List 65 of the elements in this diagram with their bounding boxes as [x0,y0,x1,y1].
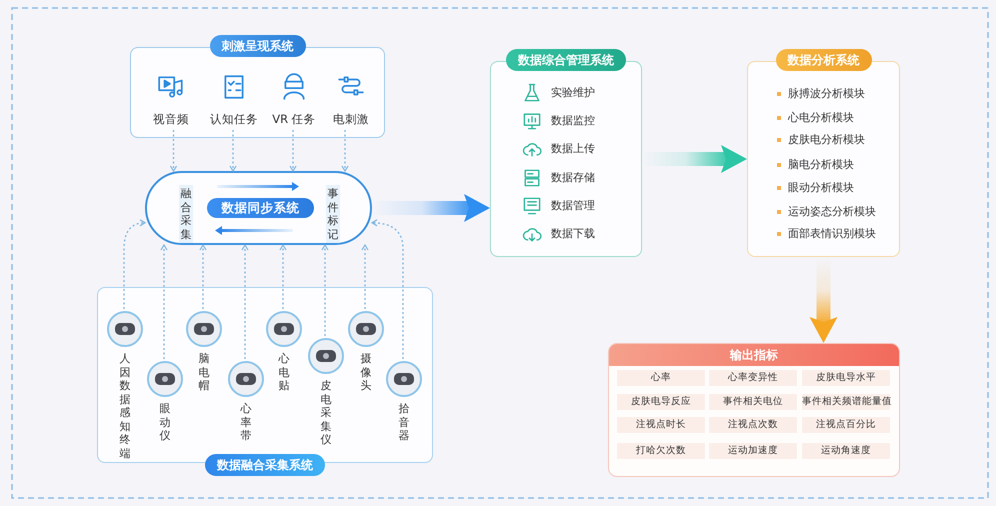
connector-arrow [321,244,329,336]
metric-cell: 注视点百分比 [802,417,890,433]
device-label: 人因数据感知终端 [119,352,131,460]
list-item: 数据管理 [551,198,595,214]
device-label: 拾音器 [398,402,410,442]
device-label: 脑电帽 [198,352,210,392]
list-item: 眼动分析模块 [788,180,854,196]
metric-cell: 事件相关电位 [709,394,797,410]
metric-cell: 皮肤电导水平 [802,370,890,386]
device-item [145,360,185,442]
list-item: 数据存储 [551,170,595,186]
heading-pill: 刺激呈现系统 [210,35,306,57]
heading-pill: 数据分析系统 [776,49,872,71]
item-label: 电刺激 [332,112,370,126]
item-label: 认知任务 [209,112,259,126]
connector-arrow [199,244,207,309]
header-band: 输出指标 [609,344,899,366]
metrics-card [608,343,900,477]
metric-cell: 注视点次数 [709,417,797,433]
heading-pill: 数据综合管理系统 [506,49,626,71]
list-item: 数据监控 [551,113,595,129]
metric-cell: 打哈欠次数 [617,443,705,459]
metric-cell: 心率变异性 [709,370,797,386]
metric-cell: 运动角速度 [802,443,890,459]
connector-arrow [361,244,369,309]
device-label: 心电贴 [278,352,290,392]
metric-cell: 注视点时长 [617,417,705,433]
connector-arrow [160,244,168,359]
list-item: 运动姿态分析模块 [788,204,876,220]
device-label: 心率带 [240,402,252,442]
item-label: 视音频 [152,112,190,126]
list-item: 皮肤电分析模块 [788,132,865,148]
connector-arrow [123,219,146,309]
title-pill: 数据同步系统 [207,198,314,218]
list-item: 脉搏波分析模块 [788,86,865,102]
connector-arrow [371,219,404,359]
list-item: 心电分析模块 [788,110,854,126]
list-item: 面部表情识别模块 [788,226,876,242]
list-item: 实验维护 [551,85,595,101]
connector-arrow [289,130,297,172]
metric-cell: 心率 [617,370,705,386]
connector-arrow [170,130,178,172]
list-item: 数据上传 [551,141,595,157]
item-label: VR 任务 [271,112,317,126]
connector-arrow [241,244,249,359]
device-label: 皮电采集仪 [320,379,332,446]
side-label: 融合采集 [179,185,193,243]
device-item [384,360,424,442]
connector-arrow [279,244,287,309]
device-label: 眼动仪 [159,402,171,442]
list-item: 脑电分析模块 [788,157,854,173]
device-item [306,337,346,445]
metric-cell: 事件相关频谱能量值 [802,394,890,410]
device-item [264,310,304,392]
connector-arrow [229,130,237,172]
metric-cell: 运动加速度 [709,443,797,459]
side-label: 事件标记 [326,185,340,243]
device-label: 摄像头 [360,352,372,392]
list-item: 数据下载 [551,226,595,242]
device-item [184,310,224,392]
device-item [346,310,386,392]
device-item [226,360,266,442]
connector-arrow [341,130,349,172]
heading-pill: 数据融合采集系统 [205,454,325,476]
metric-cell: 皮肤电导反应 [617,394,705,410]
